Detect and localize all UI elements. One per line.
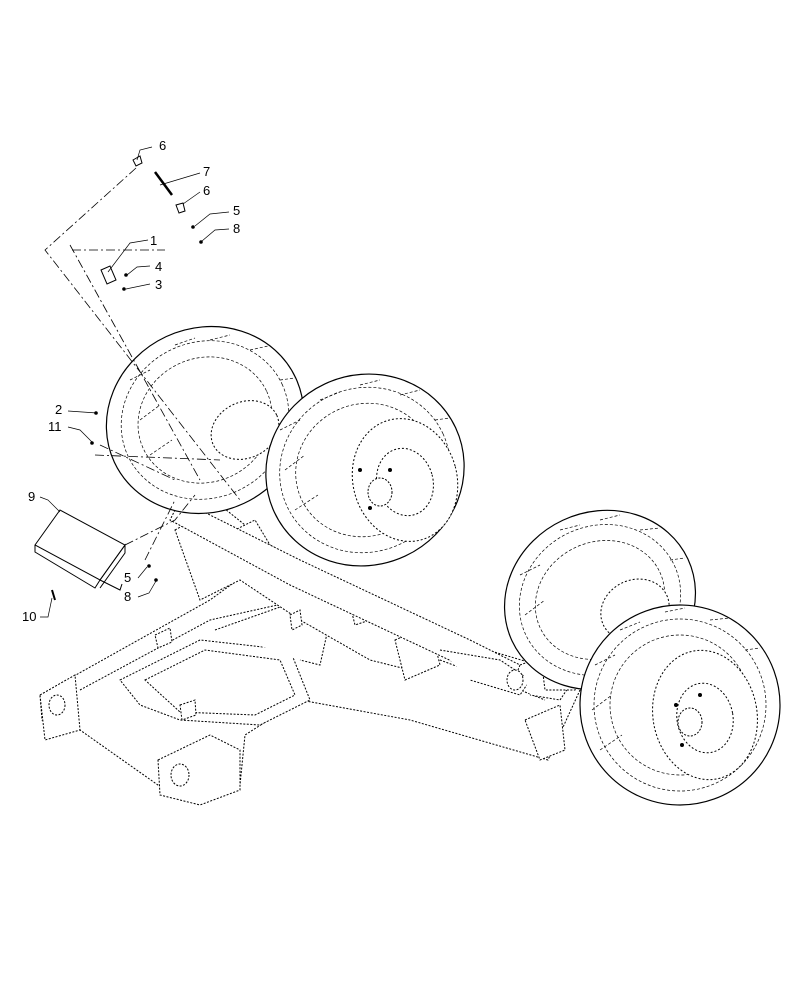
- callout-7: 7: [203, 164, 210, 179]
- callout-5-bottom: 5: [124, 570, 131, 585]
- tire-front-left: [265, 373, 465, 567]
- leader-lines: [39, 146, 230, 618]
- cover-plate: [34, 509, 126, 591]
- tire-rear-left: [105, 325, 305, 515]
- callout-6-middle: 6: [203, 183, 210, 198]
- callout-6-top: 6: [159, 138, 166, 153]
- callout-11: 11: [48, 419, 62, 434]
- callout-8-bottom: 8: [124, 589, 131, 604]
- callout-labels: 1 2 3 4 5 5 6 6 7 8 8 9 10 11: [22, 138, 240, 624]
- callout-5-top: 5: [233, 203, 240, 218]
- callout-9: 9: [28, 489, 35, 504]
- callout-1: 1: [150, 233, 157, 248]
- machine-frame: [39, 499, 611, 806]
- callout-2: 2: [55, 402, 62, 417]
- callout-4: 4: [155, 259, 162, 274]
- assembly-centerlines: [44, 167, 241, 561]
- callout-8-top: 8: [233, 221, 240, 236]
- callout-3: 3: [155, 277, 162, 292]
- exploded-hardware: [51, 155, 203, 601]
- callout-10: 10: [22, 609, 36, 624]
- tire-front-right: [579, 604, 781, 806]
